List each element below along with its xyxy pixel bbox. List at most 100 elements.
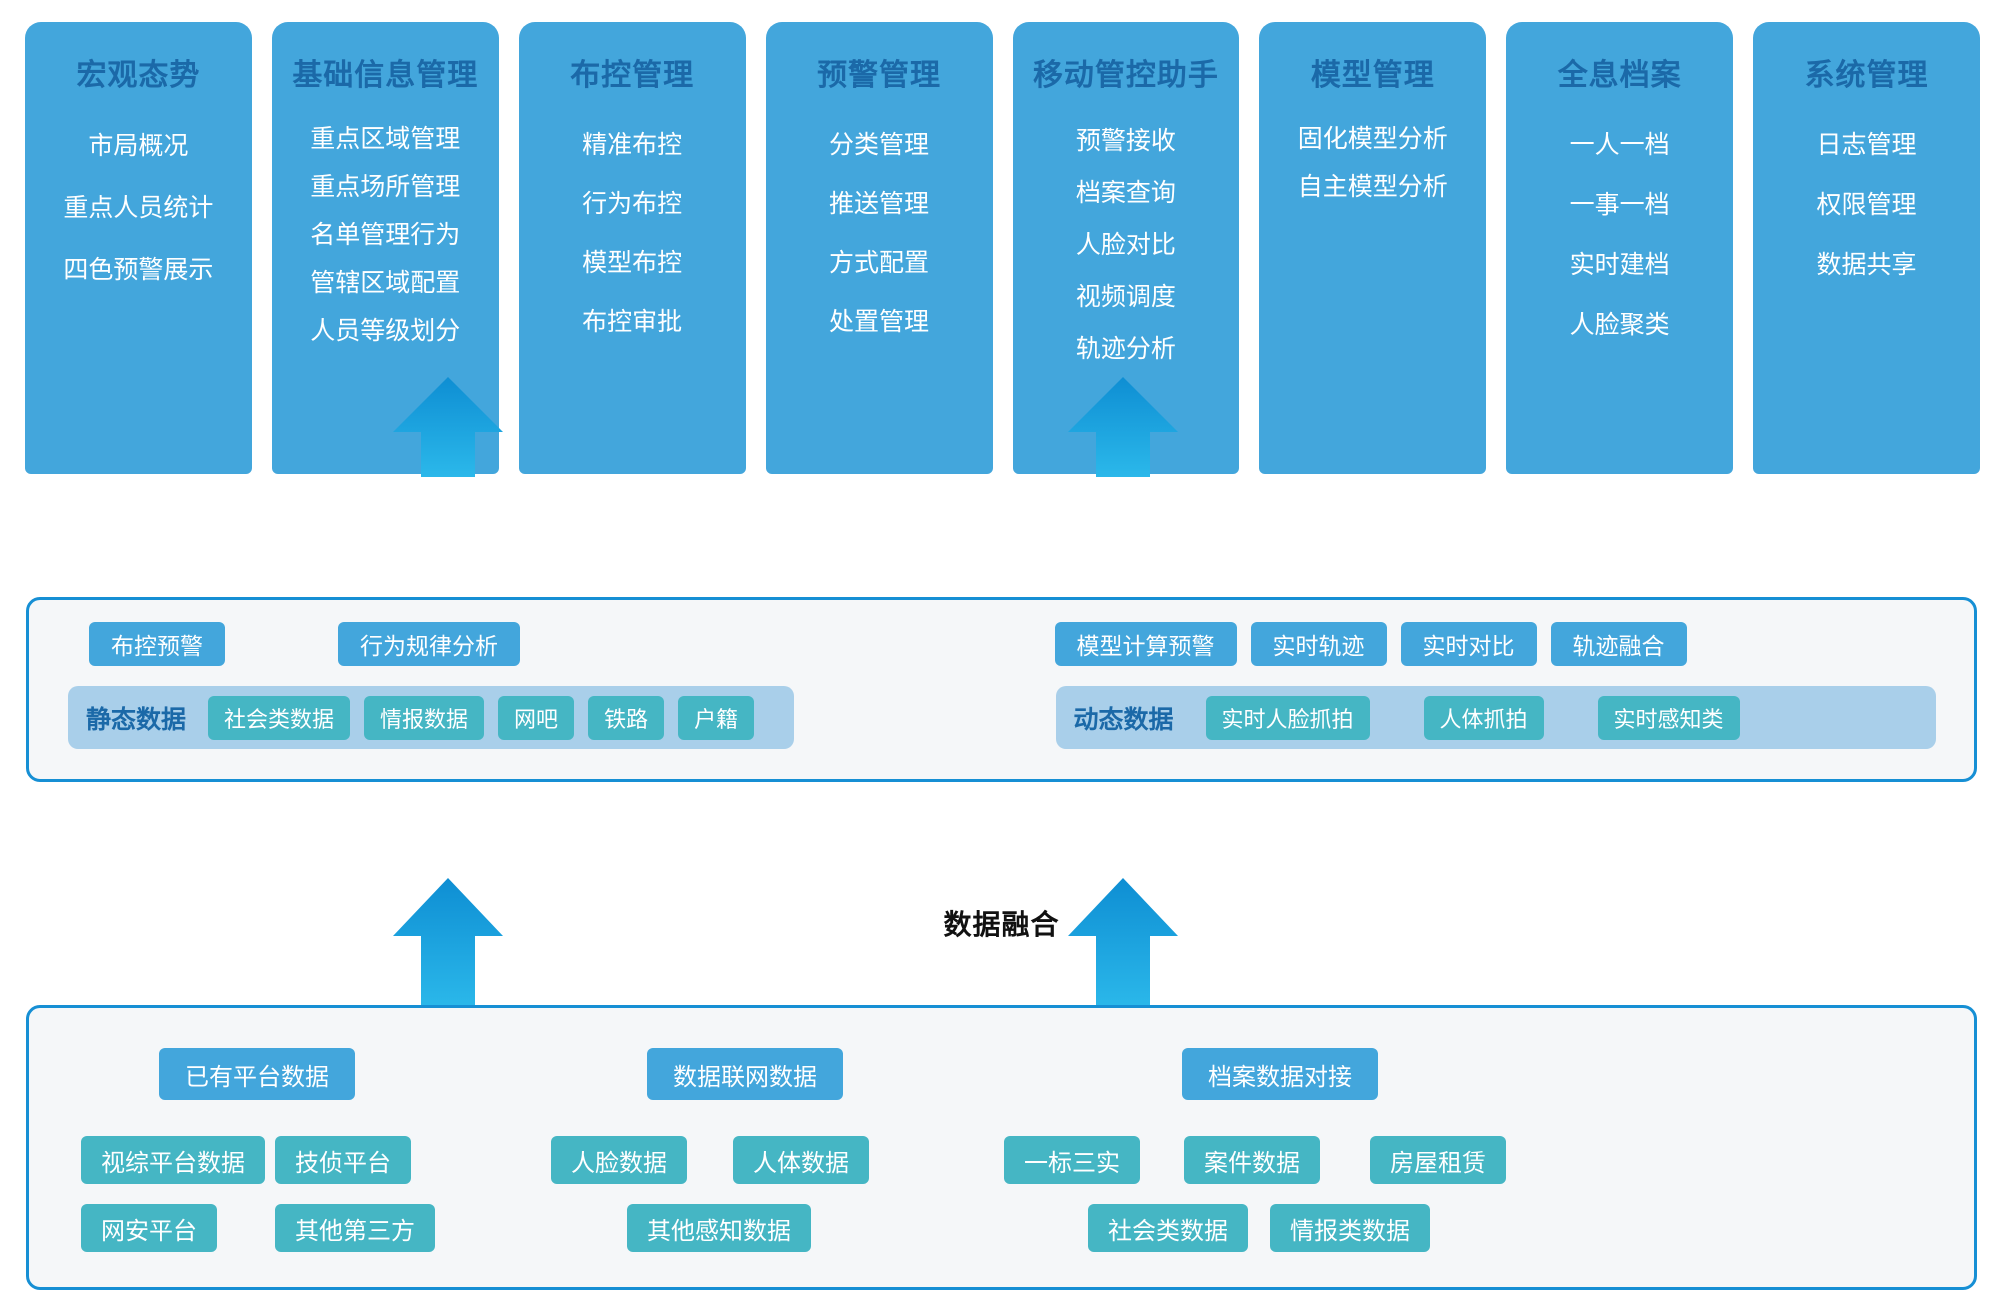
module-item-list: 精准布控行为布控模型布控布控审批 <box>519 116 746 352</box>
module-card[interactable]: 宏观态势市局概况重点人员统计四色预警展示 <box>25 22 252 474</box>
module-item-list: 预警接收档案查询人脸对比视频调度轨迹分析 <box>1013 116 1240 376</box>
source-chip[interactable]: 人脸数据 <box>551 1136 687 1184</box>
capability-pill[interactable]: 模型计算预警 <box>1054 622 1237 666</box>
data-chip[interactable]: 实时人脸抓拍 <box>1205 695 1370 740</box>
module-item[interactable]: 自主模型分析 <box>1297 173 1448 201</box>
static-data-strip: 静态数据 社会类数据 情报数据 网吧 铁路 户籍 <box>68 686 794 749</box>
capability-pill[interactable]: 布控预警 <box>89 622 225 666</box>
capability-pill[interactable]: 轨迹融合 <box>1550 622 1687 666</box>
static-data-label: 静态数据 <box>86 705 187 734</box>
data-fusion-layer-panel: 布控预警 行为规律分析 静态数据 社会类数据 情报数据 网吧 铁路 户籍 模型计… <box>26 597 1977 782</box>
module-item-list: 日志管理权限管理数据共享 <box>1753 116 1980 296</box>
module-item[interactable]: 日志管理 <box>1816 131 1917 159</box>
module-item[interactable]: 权限管理 <box>1816 191 1917 219</box>
data-sources-layer-panel: 已有平台数据 视综平台数据 技侦平台 网安平台 其他第三方 数据联网数据 人脸数… <box>26 1005 1977 1290</box>
source-group-header[interactable]: 档案数据对接 <box>1182 1048 1378 1100</box>
module-item[interactable]: 一人一档 <box>1569 131 1670 159</box>
source-column-network-data: 数据联网数据 人脸数据 人体数据 其他感知数据 <box>551 1008 1119 1287</box>
module-item[interactable]: 精准布控 <box>582 131 683 159</box>
module-item[interactable]: 名单管理行为 <box>310 221 461 249</box>
arrow-up-basic-to-modules <box>393 377 503 477</box>
static-capability-row: 布控预警 行为规律分析 <box>67 622 964 680</box>
arrow-up-sources-to-static <box>393 878 503 1008</box>
source-chip[interactable]: 其他第三方 <box>275 1204 435 1252</box>
module-item[interactable]: 一事一档 <box>1569 191 1670 219</box>
module-item[interactable]: 处置管理 <box>829 308 930 336</box>
module-card[interactable]: 布控管理精准布控行为布控模型布控布控审批 <box>518 22 746 474</box>
dynamic-capability-row: 模型计算预警 实时轨迹 实时对比 轨迹融合 <box>1040 622 1937 680</box>
application-modules-row: 宏观态势市局概况重点人员统计四色预警展示基础信息管理重点区域管理重点场所管理名单… <box>25 22 1980 474</box>
module-card-title: 宏观态势 <box>76 59 201 92</box>
module-item-list: 市局概况重点人员统计四色预警展示 <box>25 116 252 302</box>
module-card[interactable]: 系统管理日志管理权限管理数据共享 <box>1753 22 1980 474</box>
source-column-archive-data: 档案数据对接 一标三实 案件数据 房屋租赁 社会类数据 情报类数据 <box>1004 1008 1954 1287</box>
data-chip[interactable]: 户籍 <box>678 695 755 740</box>
module-item[interactable]: 布控审批 <box>582 308 683 336</box>
module-card-title: 模型管理 <box>1310 59 1435 92</box>
module-item[interactable]: 人脸对比 <box>1075 231 1176 259</box>
module-item-list: 固化模型分析自主模型分析 <box>1259 116 1486 212</box>
dynamic-data-strip: 动态数据 实时人脸抓拍 人体抓拍 实时感知类 <box>1055 686 1936 749</box>
module-item[interactable]: 档案查询 <box>1075 179 1176 207</box>
capability-pill[interactable]: 实时对比 <box>1400 622 1537 666</box>
module-item[interactable]: 轨迹分析 <box>1075 335 1176 363</box>
data-chip[interactable]: 社会类数据 <box>208 695 351 740</box>
module-card-title: 布控管理 <box>570 59 695 92</box>
module-item[interactable]: 分类管理 <box>829 131 930 159</box>
module-item[interactable]: 方式配置 <box>829 249 930 277</box>
module-card[interactable]: 基础信息管理重点区域管理重点场所管理名单管理行为管辖区域配置人员等级划分 <box>271 22 499 474</box>
data-chip[interactable]: 实时感知类 <box>1597 695 1740 740</box>
module-item-list: 一人一档一事一档实时建档人脸聚类 <box>1506 116 1733 356</box>
source-chip[interactable]: 其他感知数据 <box>627 1204 811 1252</box>
module-item[interactable]: 视频调度 <box>1075 283 1176 311</box>
module-card[interactable]: 模型管理固化模型分析自主模型分析 <box>1259 22 1487 474</box>
source-chip[interactable]: 情报类数据 <box>1270 1204 1430 1252</box>
data-chip[interactable]: 铁路 <box>588 695 665 740</box>
source-group-header[interactable]: 已有平台数据 <box>159 1048 355 1100</box>
module-item[interactable]: 数据共享 <box>1816 251 1917 279</box>
module-item-list: 重点区域管理重点场所管理名单管理行为管辖区域配置人员等级划分 <box>272 116 499 356</box>
module-card-title: 移动管控助手 <box>1032 59 1219 92</box>
dynamic-data-label: 动态数据 <box>1073 705 1174 734</box>
source-chip[interactable]: 案件数据 <box>1184 1136 1320 1184</box>
source-chip[interactable]: 技侦平台 <box>275 1136 411 1184</box>
module-item[interactable]: 实时建档 <box>1569 251 1670 279</box>
module-item-list: 分类管理推送管理方式配置处置管理 <box>766 116 993 352</box>
module-card[interactable]: 全息档案一人一档一事一档实时建档人脸聚类 <box>1506 22 1734 474</box>
module-item[interactable]: 行为布控 <box>582 190 683 218</box>
data-chip[interactable]: 人体抓拍 <box>1423 695 1544 740</box>
module-item[interactable]: 市局概况 <box>88 132 189 160</box>
arrow-up-model-to-modules <box>1068 377 1178 477</box>
source-chip[interactable]: 房屋租赁 <box>1370 1136 1506 1184</box>
data-fusion-caption: 数据融合 <box>943 909 1060 940</box>
module-item[interactable]: 预警接收 <box>1075 127 1176 155</box>
module-card-title: 预警管理 <box>817 59 942 92</box>
module-item[interactable]: 管辖区域配置 <box>310 269 461 297</box>
source-chip[interactable]: 社会类数据 <box>1088 1204 1248 1252</box>
source-chip[interactable]: 一标三实 <box>1004 1136 1140 1184</box>
module-card-title: 全息档案 <box>1557 59 1682 92</box>
module-item[interactable]: 模型布控 <box>582 249 683 277</box>
capability-pill[interactable]: 实时轨迹 <box>1250 622 1387 666</box>
module-item[interactable]: 推送管理 <box>829 190 930 218</box>
module-item[interactable]: 固化模型分析 <box>1297 125 1448 153</box>
data-chip[interactable]: 网吧 <box>498 695 575 740</box>
source-column-existing-platform: 已有平台数据 视综平台数据 技侦平台 网安平台 其他第三方 <box>59 1008 599 1287</box>
module-item[interactable]: 人脸聚类 <box>1569 311 1670 339</box>
module-item[interactable]: 人员等级划分 <box>310 317 461 345</box>
module-item[interactable]: 重点场所管理 <box>310 173 461 201</box>
module-card-title: 系统管理 <box>1804 59 1929 92</box>
module-card[interactable]: 预警管理分类管理推送管理方式配置处置管理 <box>765 22 993 474</box>
module-item[interactable]: 四色预警展示 <box>63 256 214 284</box>
module-card-title: 基础信息管理 <box>292 59 479 92</box>
arrow-up-sources-to-dynamic <box>1068 878 1178 1008</box>
module-item[interactable]: 重点区域管理 <box>310 125 461 153</box>
data-chip[interactable]: 情报数据 <box>364 695 485 740</box>
module-item[interactable]: 重点人员统计 <box>63 194 214 222</box>
dynamic-data-column: 模型计算预警 实时轨迹 实时对比 轨迹融合 动态数据 实时人脸抓拍 人体抓拍 实… <box>1002 600 1975 779</box>
source-group-header[interactable]: 数据联网数据 <box>647 1048 843 1100</box>
source-chip[interactable]: 视综平台数据 <box>81 1136 265 1184</box>
capability-pill[interactable]: 行为规律分析 <box>338 622 520 666</box>
source-chip[interactable]: 网安平台 <box>81 1204 217 1252</box>
source-chip[interactable]: 人体数据 <box>733 1136 869 1184</box>
